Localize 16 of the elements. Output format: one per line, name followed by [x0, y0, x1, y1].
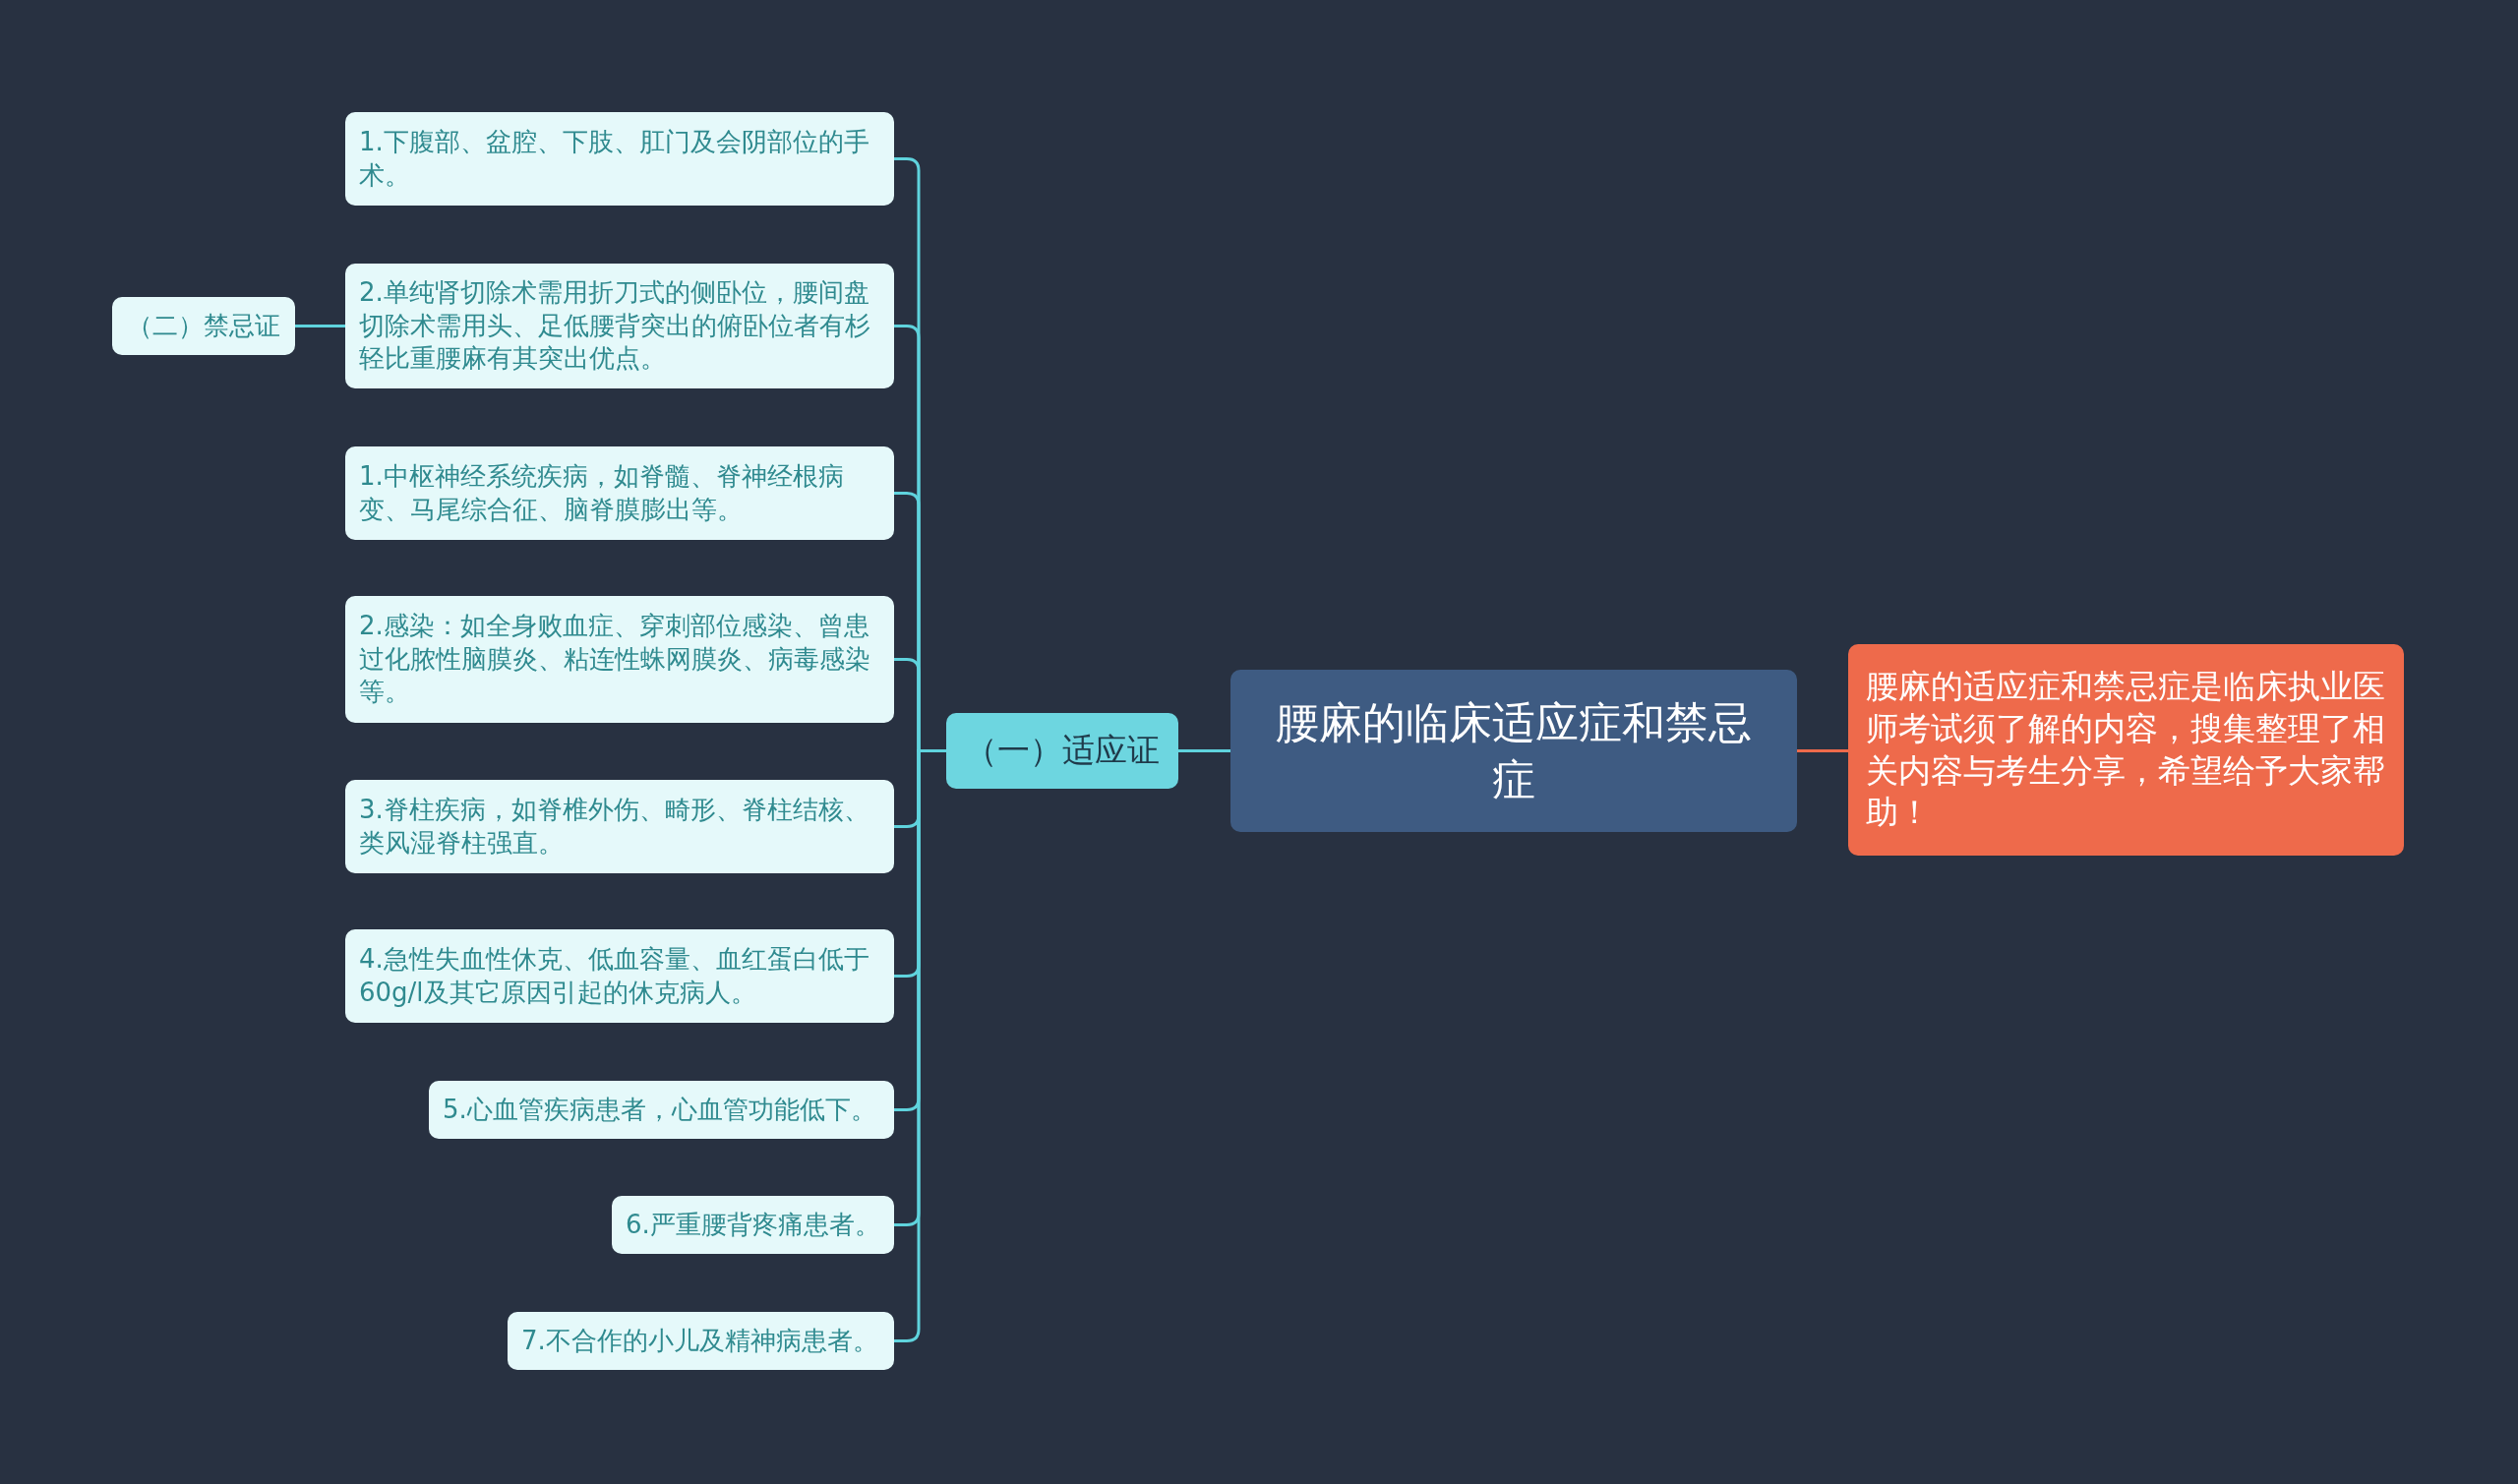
central-topic-box: 腰麻的临床适应症和禁忌症: [1230, 670, 1797, 832]
connector-line: [295, 325, 345, 327]
item-box: 7.不合作的小儿及精神病患者。: [508, 1312, 894, 1370]
topic-box: （二）禁忌证: [112, 297, 295, 355]
item-box: 1.中枢神经系统疾病，如脊髓、脊神经根病变、马尾综合征、脑脊膜膨出等。: [345, 446, 894, 540]
connector-line: [1178, 749, 1230, 752]
item-box: 4.急性失血性休克、低血容量、血红蛋白低于60g/l及其它原因引起的休克病人。: [345, 929, 894, 1023]
note-box: 腰麻的适应症和禁忌症是临床执业医师考试须了解的内容，搜集整理了相关内容与考生分享，希望给予大家帮助！: [1848, 644, 2404, 856]
item-box: 3.脊柱疾病，如脊椎外伤、畸形、脊柱结核、类风湿脊柱强直。: [345, 780, 894, 873]
item-box: 1.下腹部、盆腔、下肢、肛门及会阴部位的手术。: [345, 112, 894, 206]
topic-box: （一）适应证: [946, 713, 1178, 789]
item-box: 2.单纯肾切除术需用折刀式的侧卧位，腰间盘切除术需用头、足低腰背突出的俯卧位者有杉轻比重腰麻有其突出优点。: [345, 264, 894, 388]
item-box: 6.严重腰背疼痛患者。: [612, 1196, 894, 1254]
item-box: 5.心血管疾病患者，心血管功能低下。: [429, 1081, 894, 1139]
connector-line: [1797, 749, 1848, 752]
item-box: 2.感染：如全身败血症、穿刺部位感染、曾患过化脓性脑膜炎、粘连性蛛网膜炎、病毒感染等。: [345, 596, 894, 723]
